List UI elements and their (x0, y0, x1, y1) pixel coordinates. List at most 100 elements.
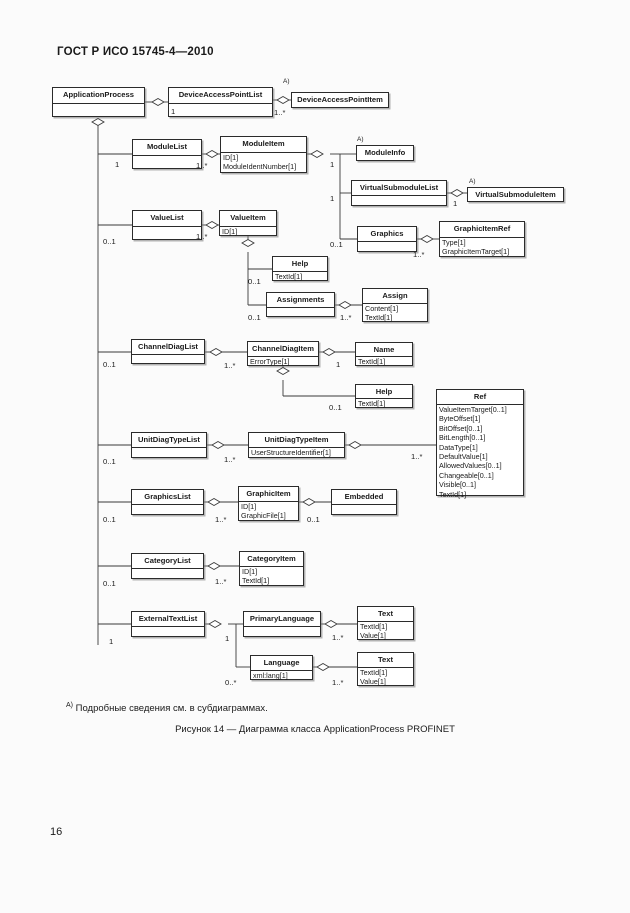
class-name: ChannelDiagItem (251, 344, 315, 353)
multiplicity-label: 0..1 (103, 579, 116, 588)
standard-header: ГОСТ Р ИСО 15745-4—2010 (57, 46, 214, 58)
class-name: GraphicsList (144, 492, 191, 501)
class-name: GraphicItem (246, 489, 291, 498)
class-name: UnitDiagTypeItem (264, 435, 329, 444)
class-attribute: TextId[1] (275, 272, 303, 281)
multiplicity-label: 1..* (411, 452, 423, 461)
class-attribute: TextId[1] (358, 357, 386, 366)
class-attribute: TextId[1] (358, 399, 386, 408)
multiplicity-label: 0..1 (103, 360, 116, 369)
class-name: ValueItem (230, 213, 266, 222)
class-attribute: Visible[0..1] (439, 480, 477, 490)
class-attributes (132, 447, 206, 448)
class-attribute: TextId[1] (360, 668, 388, 677)
class-name: Graphics (370, 229, 404, 238)
footnote: A) Подробные сведения см. в субдиаграмма… (66, 702, 268, 714)
class-attributes (332, 504, 396, 505)
class-attributes: ValueItemTarget[0..1]ByteOffset[1]BitOff… (437, 404, 523, 499)
class-attributes (132, 354, 204, 355)
class-name: CategoryItem (247, 554, 296, 563)
class-attributes (132, 626, 204, 627)
class-attributes: ErrorType[1] (248, 356, 318, 366)
class-attribute: BitOffset[0..1] (439, 423, 483, 433)
class-attributes: xml:lang[1] (251, 670, 312, 680)
class-attributes (53, 103, 144, 104)
multiplicity-label: 0..1 (329, 403, 342, 412)
multiplicity-label: 1 (330, 194, 335, 203)
multiplicity-label: 1..* (196, 161, 208, 170)
class-box-applicationProcess: ApplicationProcess (52, 87, 145, 117)
class-attribute: TextId[1] (242, 576, 270, 586)
class-attributes: TextId[1]Value[1] (358, 621, 413, 641)
footnote-reference-marker: A) (357, 136, 364, 143)
class-name: Assign (382, 291, 408, 300)
footnote-reference-marker: A) (283, 78, 290, 85)
class-box-virtualSubmoduleList: VirtualSubmoduleList (351, 180, 447, 206)
class-name: ApplicationProcess (63, 90, 134, 99)
class-name: UnitDiagTypeList (138, 435, 200, 444)
class-attribute: ValueItemTarget[0..1] (439, 405, 507, 414)
class-attributes (132, 568, 203, 569)
class-name: Embedded (344, 492, 384, 501)
class-box-embedded: Embedded (331, 489, 397, 515)
class-attributes: Content[1]TextId[1] (363, 303, 427, 323)
multiplicity-label: 1 (336, 360, 341, 369)
multiplicity-label: 1..* (332, 678, 344, 687)
class-box-deviceAccessPointItem: DeviceAccessPointItem (291, 92, 389, 108)
class-name: ModuleList (146, 142, 188, 151)
class-attributes: ID[1]TextId[1] (240, 566, 303, 586)
multiplicity-label: 0..1 (248, 277, 261, 286)
multiplicity-label: 0..* (225, 678, 237, 687)
multiplicity-label: 1..* (215, 515, 227, 524)
class-attributes (352, 195, 446, 196)
multiplicity-label: 1 (171, 107, 176, 116)
class-box-moduleInfo: ModuleInfo (356, 145, 414, 161)
multiplicity-label: 0..1 (103, 515, 116, 524)
class-name: DeviceAccessPointItem (297, 95, 383, 104)
class-attributes (358, 241, 416, 242)
multiplicity-label: 1..* (215, 577, 227, 586)
class-attribute: Changeable[0..1] (439, 470, 494, 480)
multiplicity-label: 1 (330, 160, 335, 169)
class-name: PrimaryLanguage (249, 614, 315, 623)
multiplicity-label: 0..1 (248, 313, 261, 322)
class-name: ChannelDiagList (138, 342, 198, 351)
multiplicity-label: 0..1 (103, 457, 116, 466)
class-name: ExternalTextList (138, 614, 198, 623)
class-attributes (267, 307, 334, 308)
multiplicity-label: 0..1 (103, 237, 116, 246)
class-attributes: ID[1] (220, 226, 276, 236)
class-name: DeviceAccessPointList (178, 90, 263, 99)
multiplicity-label: 1..* (413, 250, 425, 259)
class-attribute: ByteOffset[1] (439, 414, 481, 424)
class-attribute: xml:lang[1] (253, 671, 288, 680)
class-attribute: ModuleIdentNumber[1] (223, 162, 297, 172)
footnote-reference-marker: A) (469, 178, 476, 185)
class-attributes (133, 155, 201, 156)
class-name: Help (291, 259, 309, 268)
class-attribute: DataType[1] (439, 442, 478, 452)
class-attribute: ID[1] (222, 227, 238, 236)
class-attribute: DefaultValue[1] (439, 452, 488, 462)
class-attributes (169, 103, 272, 104)
multiplicity-label: 0..1 (330, 240, 343, 249)
class-attributes (132, 504, 203, 505)
class-attribute: BitLength[0..1] (439, 433, 486, 443)
class-attribute: UserStructureIdentifier[1] (251, 448, 331, 457)
class-attributes: TextId[1] (356, 356, 412, 366)
class-box-primaryLanguage: PrimaryLanguage (243, 611, 321, 637)
multiplicity-label: 0..1 (307, 515, 320, 524)
diagram-connectors (91, 95, 467, 672)
footnote-marker: A) (66, 702, 73, 709)
class-attribute: ErrorType[1] (250, 357, 290, 366)
class-attributes (244, 626, 320, 627)
class-name: VirtualSubmoduleList (359, 183, 439, 192)
